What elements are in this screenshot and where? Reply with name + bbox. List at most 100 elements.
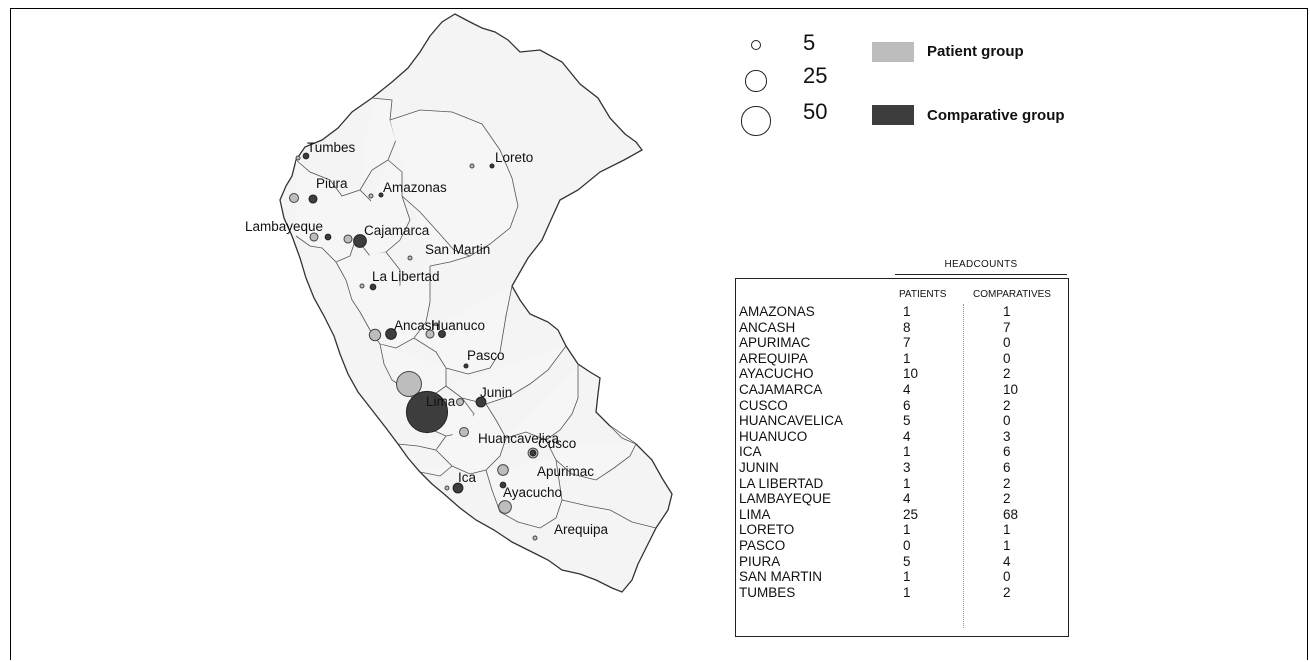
table-row: JUNIN 3 6 xyxy=(737,460,1067,476)
row-patients: 1 xyxy=(903,304,911,319)
patient-bubble-lambayeque xyxy=(309,232,319,242)
peru-outline xyxy=(279,13,673,593)
row-patients: 1 xyxy=(903,444,911,460)
comparative-bubble-cajamarca xyxy=(353,234,367,248)
map-label-huanuco: Huanuco xyxy=(431,318,485,333)
row-patients: 4 xyxy=(903,491,911,507)
map-label-ayacucho: Ayacucho xyxy=(503,485,562,500)
table-row: APURIMAC 7 0 xyxy=(737,335,1067,351)
comparative-bubble-piura xyxy=(308,194,318,204)
comparative-bubble-loreto xyxy=(489,163,495,169)
row-name: PIURA xyxy=(739,553,781,569)
map-label-ancash: Ancash xyxy=(394,318,439,333)
comparative-bubble-ayacucho xyxy=(499,481,507,489)
comparative-group-label: Comparative group xyxy=(927,107,1065,124)
patient-bubble-lima xyxy=(396,371,422,397)
col-header-patients: PATIENTS xyxy=(899,289,947,300)
map-label-lalibertad: La Libertad xyxy=(372,269,440,284)
bubbles-layer xyxy=(289,152,539,541)
row-comparatives: 2 xyxy=(1003,491,1011,507)
comparative-bubble-lima xyxy=(405,390,449,434)
map-label-loreto: Loreto xyxy=(495,150,533,165)
comparative-bubble-huanuco xyxy=(438,330,446,338)
comparative-group-swatch xyxy=(872,105,914,125)
row-comparatives: 2 xyxy=(1003,584,1011,600)
row-comparatives: 2 xyxy=(1003,366,1011,382)
row-patients: 3 xyxy=(903,459,911,475)
row-comparatives: 0 xyxy=(1003,335,1011,351)
row-name: ICA xyxy=(739,444,762,460)
size-legend-circle xyxy=(741,106,771,136)
size-legend-label: 5 xyxy=(803,30,816,55)
table-row: SAN MARTIN 1 0 xyxy=(737,569,1067,585)
row-name: JUNIN xyxy=(739,459,779,475)
patient-bubble-huancavelica xyxy=(459,427,469,437)
row-name: LIMA xyxy=(739,506,771,522)
size-legend-circle xyxy=(750,39,762,51)
row-name: TUMBES xyxy=(739,584,796,600)
row-patients: 8 xyxy=(903,319,911,335)
headcounts-title: HEADCOUNTS xyxy=(944,259,1018,270)
comparative-bubble-pasco xyxy=(463,363,469,369)
patient-bubble-tumbes xyxy=(295,155,301,161)
patient-bubble-junin xyxy=(456,398,464,406)
size-legend-label: 50 xyxy=(803,99,828,124)
row-patients: 1 xyxy=(903,584,911,600)
patient-bubble-arequipa xyxy=(532,535,538,541)
row-comparatives: 6 xyxy=(1003,459,1011,475)
row-name: HUANCAVELICA xyxy=(739,413,844,429)
row-patients: 6 xyxy=(903,397,911,413)
row-comparatives: 10 xyxy=(1003,381,1019,397)
row-name: CAJAMARCA xyxy=(739,381,823,397)
map-label-arequipa: Arequipa xyxy=(554,522,609,537)
row-name: APURIMAC xyxy=(739,335,811,351)
comparative-bubble-lalibertad xyxy=(369,283,377,291)
headcounts-rule xyxy=(895,274,1067,275)
comparative-bubble-ica xyxy=(452,482,464,494)
row-patients: 5 xyxy=(903,553,911,569)
row-patients: 1 xyxy=(903,350,911,366)
row-name: LORETO xyxy=(739,522,795,538)
comparative-bubble-tumbes xyxy=(302,152,310,160)
comparative-bubble-lambayeque xyxy=(324,233,332,241)
patient-bubble-ayacucho xyxy=(498,500,512,514)
row-name: PASCO xyxy=(739,537,786,553)
row-comparatives: 0 xyxy=(1003,413,1011,429)
patient-bubble-piura xyxy=(289,193,299,203)
row-name: CUSCO xyxy=(739,397,788,413)
row-patients: 7 xyxy=(903,335,911,351)
map-label-ica: Ica xyxy=(458,470,477,485)
labels-layer: TumbesPiuraLambayequeAmazonasLoretoCajam… xyxy=(245,140,609,537)
patient-bubble-sanmartin xyxy=(407,255,413,261)
col-header-comparatives: COMPARATIVES xyxy=(973,289,1051,300)
comparative-bubble-junin xyxy=(475,396,487,408)
headcounts-table xyxy=(735,278,1069,637)
patient-bubble-cajamarca xyxy=(343,234,353,244)
patient-bubble-ancash xyxy=(368,328,382,342)
map-label-cusco: Cusco xyxy=(538,436,576,451)
row-patients: 1 xyxy=(903,569,911,585)
row-comparatives: 0 xyxy=(1003,569,1011,585)
map-label-piura: Piura xyxy=(316,176,348,191)
patient-bubble-lalibertad xyxy=(359,283,365,289)
row-name: SAN MARTIN xyxy=(739,569,823,585)
map-label-amazonas: Amazonas xyxy=(383,180,447,195)
row-name: AREQUIPA xyxy=(739,350,808,366)
map-label-junin: Junin xyxy=(480,385,512,400)
comparative-bubble-ancash xyxy=(385,328,397,340)
row-patients: 0 xyxy=(903,537,911,553)
patient-bubble-amazonas xyxy=(368,193,374,199)
